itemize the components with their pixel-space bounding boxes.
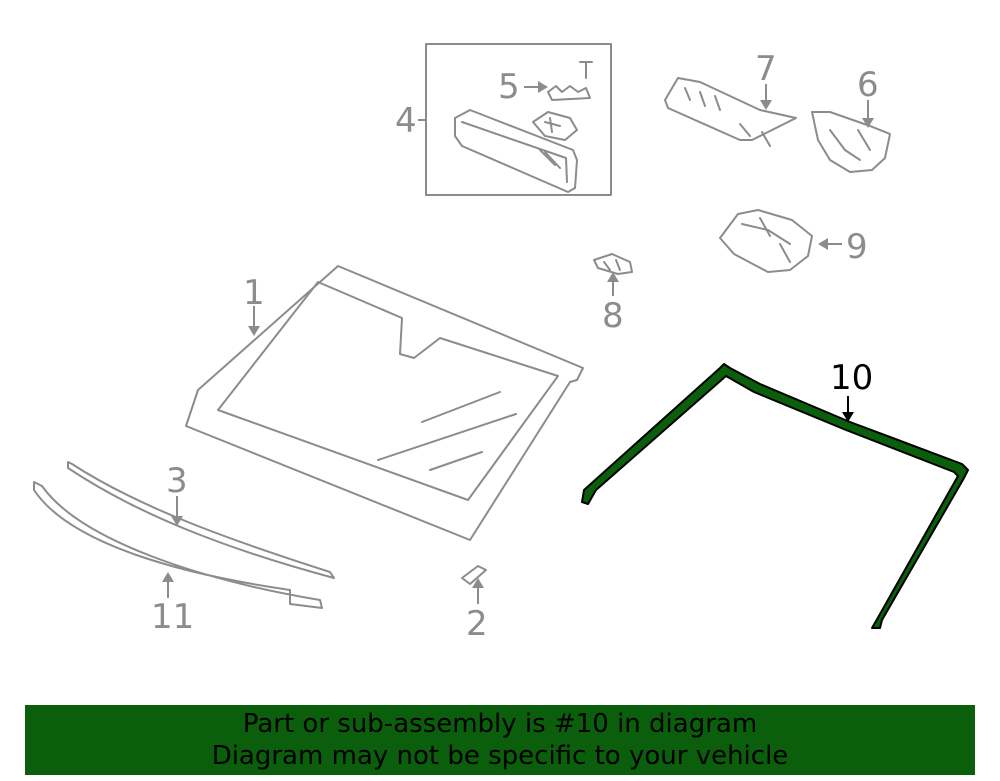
callout-1: 1 <box>243 273 265 313</box>
callout-5: 5 <box>498 67 520 107</box>
windshield-outline <box>185 265 584 541</box>
molding-part3 <box>67 461 335 579</box>
weatherstrip-part10 <box>581 363 969 629</box>
callout-10: 10 <box>830 358 873 398</box>
callout-11: 11 <box>151 597 194 637</box>
callout-8: 8 <box>602 296 624 336</box>
cover-part7 <box>664 77 797 147</box>
windshield-inner-edge <box>217 281 559 501</box>
callout-2: 2 <box>466 604 488 644</box>
mirror-assembly <box>425 43 612 196</box>
info-banner: Part or sub-assembly is #10 in diagram D… <box>25 705 975 775</box>
callout-4: 4 <box>395 101 417 141</box>
sensor-part9 <box>719 209 813 273</box>
banner-line-1: Part or sub-assembly is #10 in diagram <box>242 709 758 739</box>
molding-part11 <box>33 481 323 609</box>
callout-9: 9 <box>846 227 868 267</box>
callout-6: 6 <box>857 65 879 105</box>
mirror-mount <box>532 111 578 141</box>
weatherstrip-highlight <box>581 363 969 629</box>
callout-3: 3 <box>166 461 188 501</box>
cover-part6 <box>811 111 891 173</box>
parts-diagram: 1 2 3 4 5 6 7 8 9 10 11 <box>33 43 969 644</box>
mirror-bracket-part5 <box>547 61 593 101</box>
windshield-part1 <box>185 265 584 541</box>
clip-part8 <box>593 253 633 275</box>
clip-part2 <box>461 565 487 585</box>
banner-line-2: Diagram may not be specific to your vehi… <box>211 741 789 771</box>
callout-7: 7 <box>755 49 777 89</box>
